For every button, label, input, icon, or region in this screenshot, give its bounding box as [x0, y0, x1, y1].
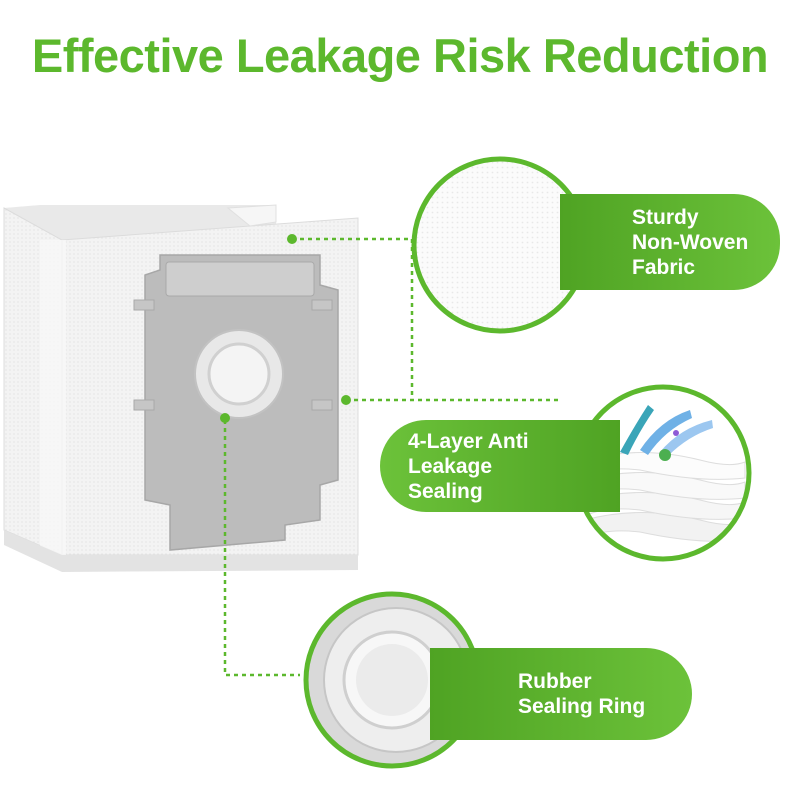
- layers-label-line: Leakage: [408, 454, 493, 478]
- fabric-label-line: Sturdy: [632, 205, 699, 229]
- ring-label: Rubber Sealing Ring: [430, 648, 692, 740]
- layers-label-line: Sealing: [408, 479, 483, 503]
- page-title: Effective Leakage Risk Reduction: [31, 29, 769, 82]
- ring-label-line: Sealing Ring: [518, 695, 646, 718]
- layers-closeup: [574, 384, 752, 562]
- fabric-closeup: [411, 156, 589, 334]
- bag-collar-plate: [133, 254, 339, 551]
- connector-dots: [220, 234, 351, 423]
- ring-label-line: Rubber: [518, 670, 592, 693]
- connector-lines: [223, 237, 560, 677]
- layers-label-line: 4-Layer Anti: [408, 429, 529, 453]
- fabric-label-line: Non-Woven: [632, 230, 749, 254]
- layers-label: 4-Layer Anti Leakage Sealing: [380, 420, 620, 512]
- fabric-label-line: Fabric: [632, 255, 696, 279]
- fabric-label: Sturdy Non-Woven Fabric: [560, 194, 780, 290]
